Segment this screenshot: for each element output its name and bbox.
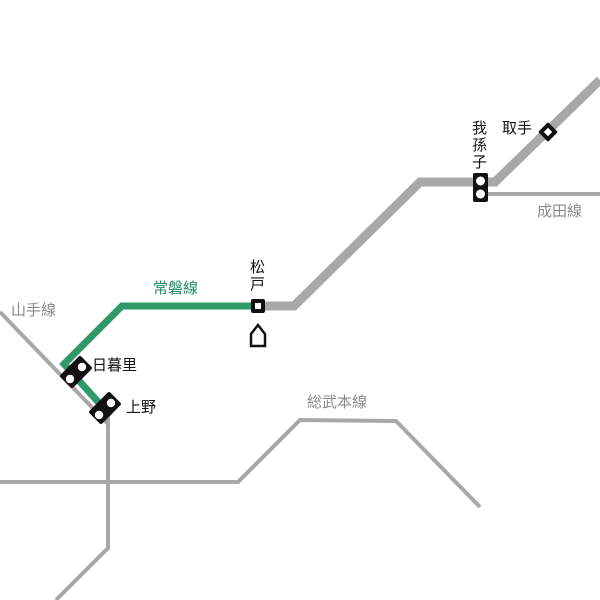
station-abiko-label-char3: 子 (472, 153, 487, 171)
station-matsudo-label-char1: 松 (250, 258, 265, 276)
station-nippori-label: 日暮里 (92, 356, 137, 374)
station-ueno-marker[interactable] (88, 391, 121, 424)
yamanote-line-label: 山手線 (11, 301, 56, 319)
joban-line (59, 302, 258, 407)
station-abiko-label-char1: 我 (472, 119, 487, 137)
yamanote-line (0, 310, 110, 426)
sobu-line (0, 417, 482, 509)
station-abiko-marker[interactable] (473, 173, 488, 202)
ueno-south-line (54, 410, 110, 600)
station-toride-label: 取手 (502, 119, 532, 137)
joban-line-label: 常磐線 (153, 279, 198, 297)
sobu-line-label: 総武本線 (307, 393, 367, 411)
narita-line-label: 成田線 (537, 202, 582, 220)
station-matsudo-marker[interactable] (251, 299, 265, 313)
station-abiko-label-char2: 孫 (472, 136, 487, 154)
joban-extension-line (258, 76, 600, 311)
station-nippori-marker[interactable] (59, 355, 92, 388)
station-ueno-label: 上野 (126, 398, 156, 416)
station-toride-marker[interactable] (538, 122, 558, 142)
home-marker-icon (249, 322, 267, 348)
station-matsudo-label-char2: 戸 (250, 275, 265, 293)
